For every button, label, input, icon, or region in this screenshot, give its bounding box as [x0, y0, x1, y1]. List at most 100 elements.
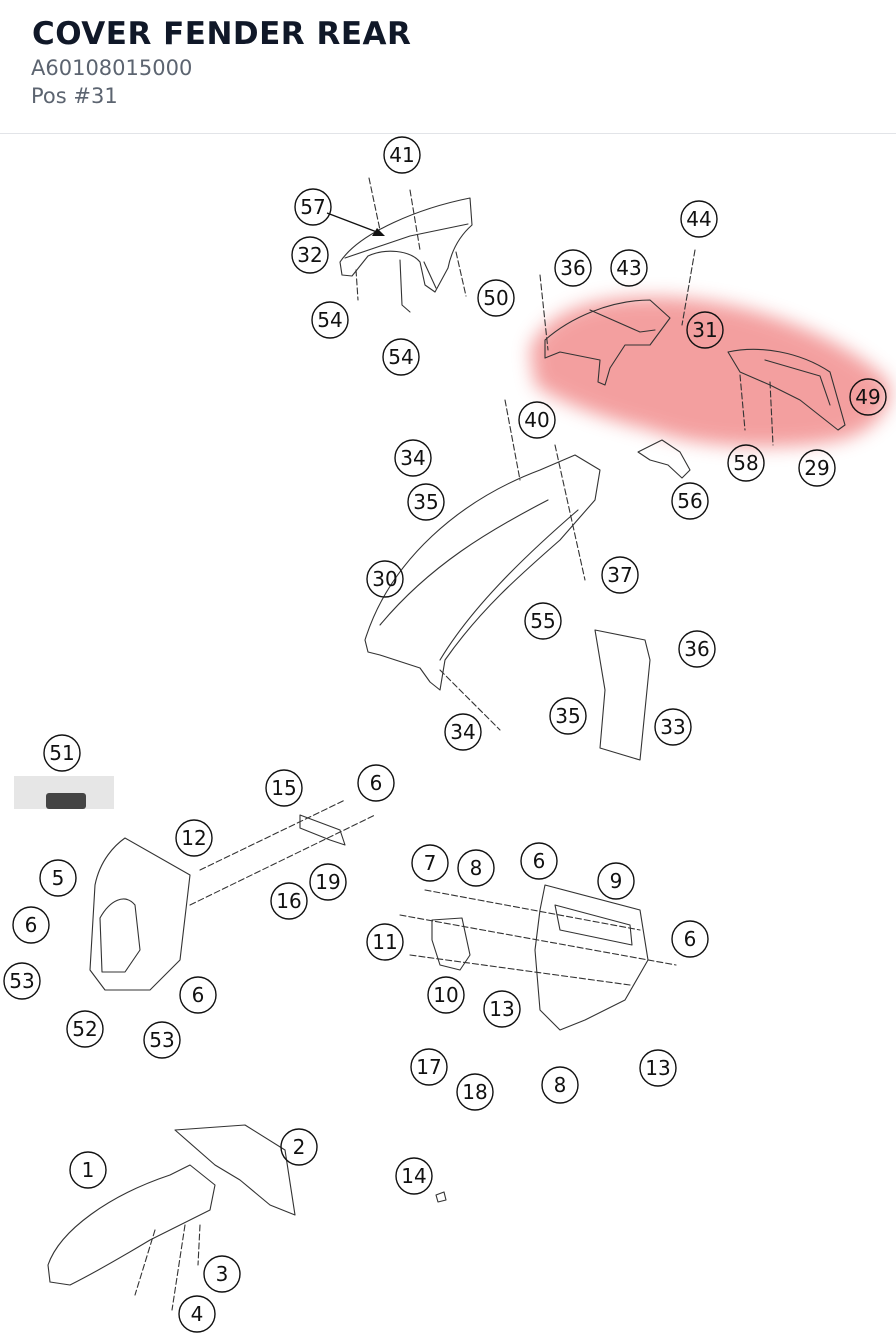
callout-54[interactable]: 54 [382, 338, 420, 376]
callout-circle[interactable] [43, 734, 81, 772]
callout-circle[interactable] [798, 449, 836, 487]
callout-circle[interactable] [680, 200, 718, 238]
callout-53[interactable]: 53 [3, 962, 41, 1000]
callout-circle[interactable] [294, 188, 332, 226]
callout-35[interactable]: 35 [549, 697, 587, 735]
callout-31[interactable]: 31 [686, 311, 724, 349]
callout-19[interactable]: 19 [309, 863, 347, 901]
callout-6[interactable]: 6 [179, 976, 217, 1014]
callout-44[interactable]: 44 [680, 200, 718, 238]
callout-10[interactable]: 10 [427, 976, 465, 1014]
callout-6[interactable]: 6 [671, 920, 709, 958]
callout-2[interactable]: 2 [280, 1128, 318, 1166]
callout-circle[interactable] [395, 1157, 433, 1195]
callout-circle[interactable] [394, 439, 432, 477]
callout-50[interactable]: 50 [477, 279, 515, 317]
rear-fender-cover-part[interactable] [539, 249, 846, 446]
callout-55[interactable]: 55 [524, 602, 562, 640]
callout-circle[interactable] [639, 1049, 677, 1087]
highlight-region-31[interactable] [530, 296, 890, 447]
callout-35[interactable]: 35 [407, 483, 445, 521]
callout-circle[interactable] [427, 976, 465, 1014]
callout-1[interactable]: 1 [69, 1151, 107, 1189]
callout-circle[interactable] [309, 863, 347, 901]
callout-17[interactable]: 17 [410, 1048, 448, 1086]
callout-circle[interactable] [601, 556, 639, 594]
callout-circle[interactable] [654, 708, 692, 746]
callout-circle[interactable] [383, 136, 421, 174]
callout-circle[interactable] [66, 1010, 104, 1048]
callout-circle[interactable] [483, 990, 521, 1028]
callout-36[interactable]: 36 [554, 249, 592, 287]
callout-circle[interactable] [477, 279, 515, 317]
callout-circle[interactable] [407, 483, 445, 521]
callout-15[interactable]: 15 [265, 769, 303, 807]
callout-circle[interactable] [280, 1128, 318, 1166]
callout-circle[interactable] [311, 301, 349, 339]
callout-8[interactable]: 8 [457, 849, 495, 887]
callout-circle[interactable] [366, 560, 404, 598]
callout-6[interactable]: 6 [520, 842, 558, 880]
callout-12[interactable]: 12 [175, 819, 213, 857]
callout-5[interactable]: 5 [39, 859, 77, 897]
callout-circle[interactable] [382, 338, 420, 376]
callout-18[interactable]: 18 [456, 1073, 494, 1111]
callout-circle[interactable] [175, 819, 213, 857]
callout-13[interactable]: 13 [483, 990, 521, 1028]
callout-29[interactable]: 29 [798, 449, 836, 487]
callout-57[interactable]: 57 [294, 188, 332, 226]
callout-circle[interactable] [39, 859, 77, 897]
callout-6[interactable]: 6 [357, 764, 395, 802]
callout-circle[interactable] [143, 1021, 181, 1059]
callout-circle[interactable] [541, 1066, 579, 1104]
callout-circle[interactable] [457, 849, 495, 887]
callout-circle[interactable] [456, 1073, 494, 1111]
callout-16[interactable]: 16 [270, 882, 308, 920]
callout-36[interactable]: 36 [678, 630, 716, 668]
callout-49[interactable]: 49 [849, 378, 887, 416]
callout-circle[interactable] [671, 482, 709, 520]
callout-circle[interactable] [520, 842, 558, 880]
callout-circle[interactable] [597, 862, 635, 900]
callout-circle[interactable] [291, 236, 329, 274]
callout-circle[interactable] [265, 769, 303, 807]
callout-7[interactable]: 7 [411, 844, 449, 882]
callout-52[interactable]: 52 [66, 1010, 104, 1048]
callout-circle[interactable] [727, 444, 765, 482]
callout-33[interactable]: 33 [654, 708, 692, 746]
callout-circle[interactable] [518, 401, 556, 439]
callout-51[interactable]: 51 [43, 734, 81, 772]
callout-circle[interactable] [357, 764, 395, 802]
callout-58[interactable]: 58 [727, 444, 765, 482]
callout-circle[interactable] [366, 923, 404, 961]
callout-circle[interactable] [849, 378, 887, 416]
callout-8[interactable]: 8 [541, 1066, 579, 1104]
callout-circle[interactable] [610, 249, 648, 287]
callout-circle[interactable] [444, 713, 482, 751]
callout-9[interactable]: 9 [597, 862, 635, 900]
callout-14[interactable]: 14 [395, 1157, 433, 1195]
callout-circle[interactable] [178, 1295, 216, 1333]
callout-34[interactable]: 34 [444, 713, 482, 751]
callout-circle[interactable] [671, 920, 709, 958]
callout-40[interactable]: 40 [518, 401, 556, 439]
callout-6[interactable]: 6 [12, 906, 50, 944]
callout-circle[interactable] [410, 1048, 448, 1086]
callout-43[interactable]: 43 [610, 249, 648, 287]
callout-34[interactable]: 34 [394, 439, 432, 477]
callout-circle[interactable] [549, 697, 587, 735]
callout-3[interactable]: 3 [203, 1255, 241, 1293]
callout-13[interactable]: 13 [639, 1049, 677, 1087]
callout-54[interactable]: 54 [311, 301, 349, 339]
callout-circle[interactable] [3, 962, 41, 1000]
callout-circle[interactable] [524, 602, 562, 640]
callout-41[interactable]: 41 [383, 136, 421, 174]
callout-circle[interactable] [411, 844, 449, 882]
callout-37[interactable]: 37 [601, 556, 639, 594]
callout-circle[interactable] [12, 906, 50, 944]
callout-circle[interactable] [270, 882, 308, 920]
callout-56[interactable]: 56 [671, 482, 709, 520]
callout-circle[interactable] [179, 976, 217, 1014]
callout-circle[interactable] [554, 249, 592, 287]
callout-32[interactable]: 32 [291, 236, 329, 274]
